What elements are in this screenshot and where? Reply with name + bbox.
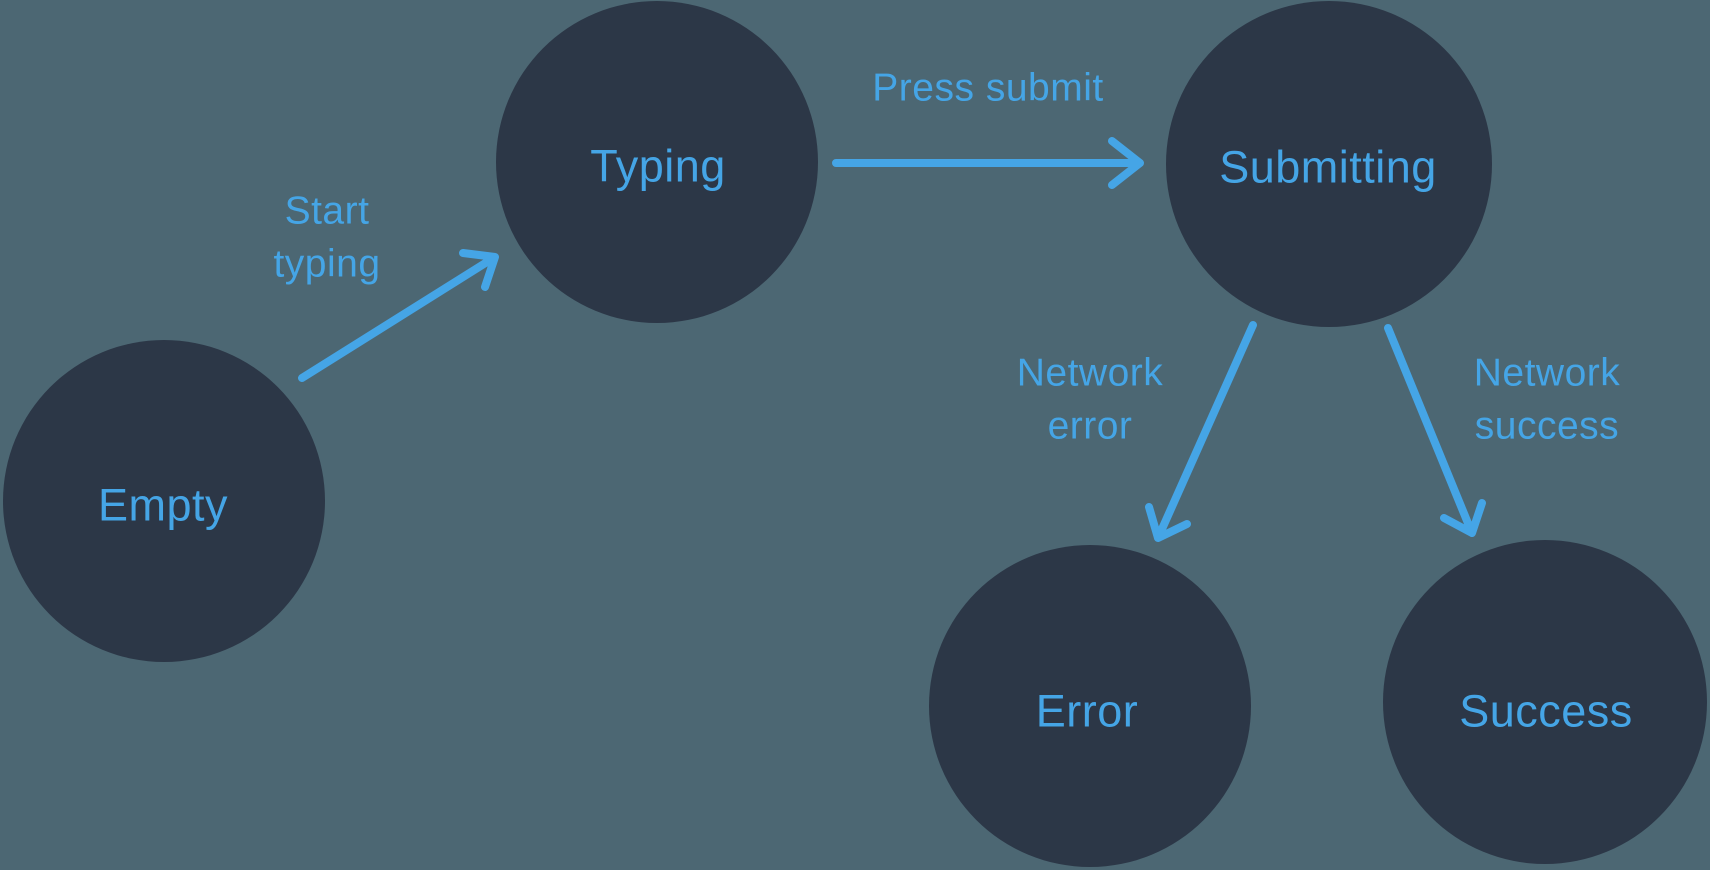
state-circle-submitting — [1166, 1, 1492, 327]
state-label-typing: Typing — [590, 141, 726, 192]
state-circle-success — [1383, 540, 1707, 864]
transition-label-network-success-line1: Network — [1474, 352, 1621, 395]
state-circle-typing — [496, 1, 818, 323]
transition-label-start-typing-line1: Start — [285, 190, 370, 233]
transition-label-network-error-line1: Network — [1017, 352, 1164, 395]
state-label-error: Error — [1036, 686, 1139, 737]
state-label-submitting: Submitting — [1219, 142, 1437, 193]
state-label-empty: Empty — [98, 480, 228, 531]
transition-arrow-network-success — [1384, 324, 1486, 537]
transition-label-network-error-line2: error — [1048, 405, 1133, 448]
transition-arrow-press-submit — [832, 137, 1144, 189]
transition-label-network-success-line2: success — [1475, 405, 1619, 448]
transition-arrow-network-error — [1145, 321, 1257, 542]
state-circle-error — [929, 545, 1251, 867]
transition-label-start-typing-line2: typing — [273, 243, 380, 286]
transition-label-press-submit: Press submit — [872, 67, 1103, 110]
state-label-success: Success — [1459, 686, 1633, 737]
transition-arrow-start-typing — [298, 249, 499, 382]
state-circle-empty — [3, 340, 325, 662]
